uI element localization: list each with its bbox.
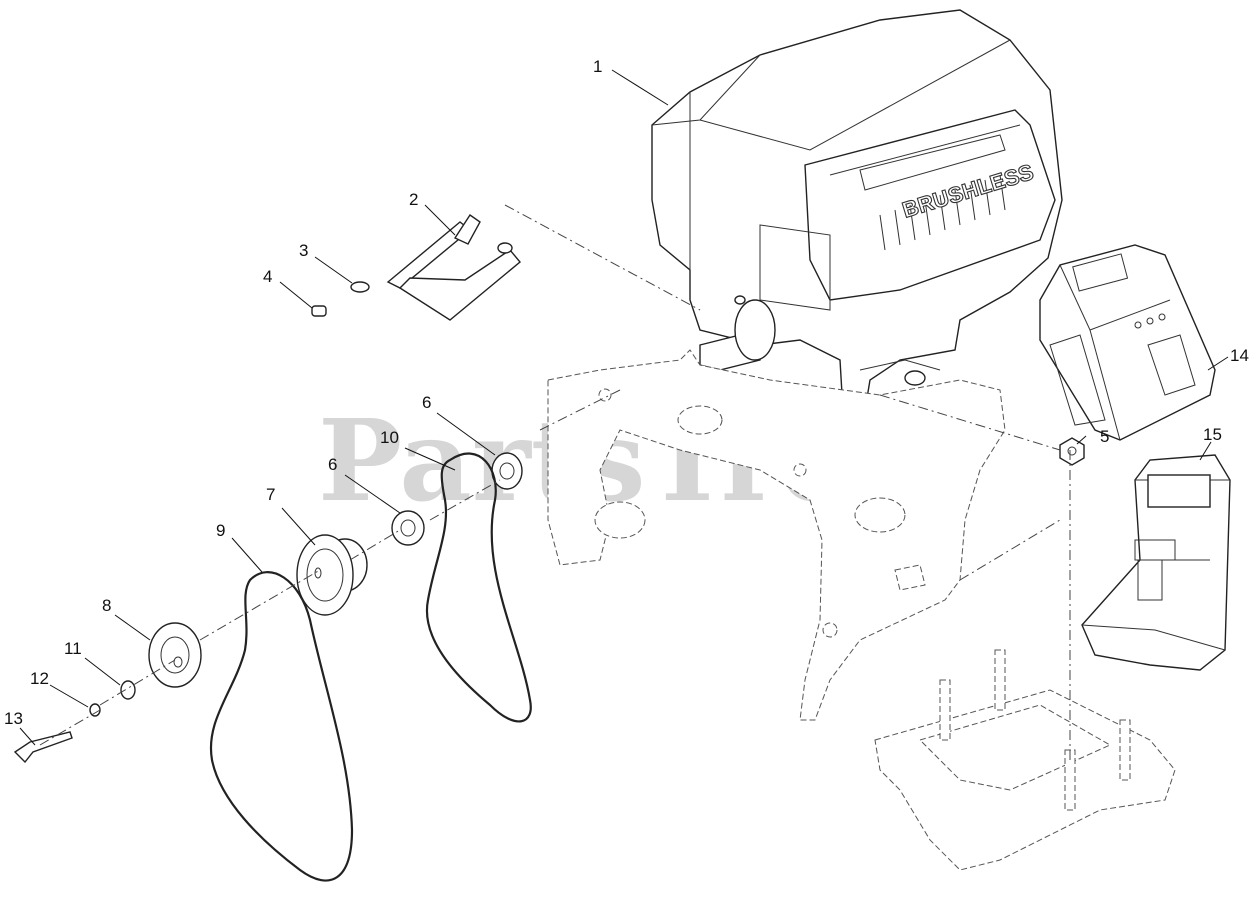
callout-14: 14 — [1230, 346, 1249, 365]
part-14-battery[interactable] — [1039, 244, 1216, 441]
callout-1: 1 — [593, 57, 602, 76]
callout-4: 4 — [263, 267, 272, 286]
part-12-lock-washer[interactable] — [89, 703, 101, 717]
part-4-bolt[interactable] — [311, 305, 327, 317]
callout-5: 5 — [1100, 427, 1109, 446]
alignment-lines — [39, 204, 1071, 760]
mounting-plate — [874, 649, 1176, 871]
callout-8: 8 — [102, 596, 111, 615]
part-7-pulley[interactable] — [296, 534, 368, 616]
part-15-charger[interactable] — [1081, 454, 1231, 671]
part-5-nut[interactable] — [1059, 437, 1085, 466]
callout-6-upper: 6 — [422, 393, 431, 412]
part-6-spacer-lower[interactable] — [391, 510, 425, 546]
part-6-spacer-upper[interactable] — [491, 452, 523, 490]
part-11-washer[interactable] — [120, 680, 136, 700]
callout-12: 12 — [30, 669, 49, 688]
callout-9: 9 — [216, 521, 225, 540]
callout-10: 10 — [380, 428, 399, 447]
part-8-pulley[interactable] — [148, 622, 202, 688]
callout-7: 7 — [266, 485, 275, 504]
callout-6-lower: 6 — [328, 455, 337, 474]
part-13-bolt[interactable] — [13, 731, 73, 764]
part-1-motor-housing[interactable]: BRUSHLESS — [651, 9, 1063, 446]
part-9-belt[interactable] — [209, 571, 354, 882]
frame-bracket — [547, 349, 1006, 721]
callout-2: 2 — [409, 190, 418, 209]
motor-fins — [879, 174, 1006, 251]
callouts: 1 2 3 4 5 6 6 7 8 9 10 11 12 13 14 15 — [4, 57, 1249, 728]
callout-15: 15 — [1203, 425, 1222, 444]
callout-11: 11 — [64, 639, 82, 658]
part-2-bracket[interactable] — [386, 214, 521, 321]
leader-lines — [19, 69, 1229, 746]
callout-3: 3 — [299, 241, 308, 260]
part-3-washer[interactable] — [350, 281, 370, 293]
part-10-belt[interactable] — [425, 452, 532, 723]
callout-13: 13 — [4, 709, 23, 728]
